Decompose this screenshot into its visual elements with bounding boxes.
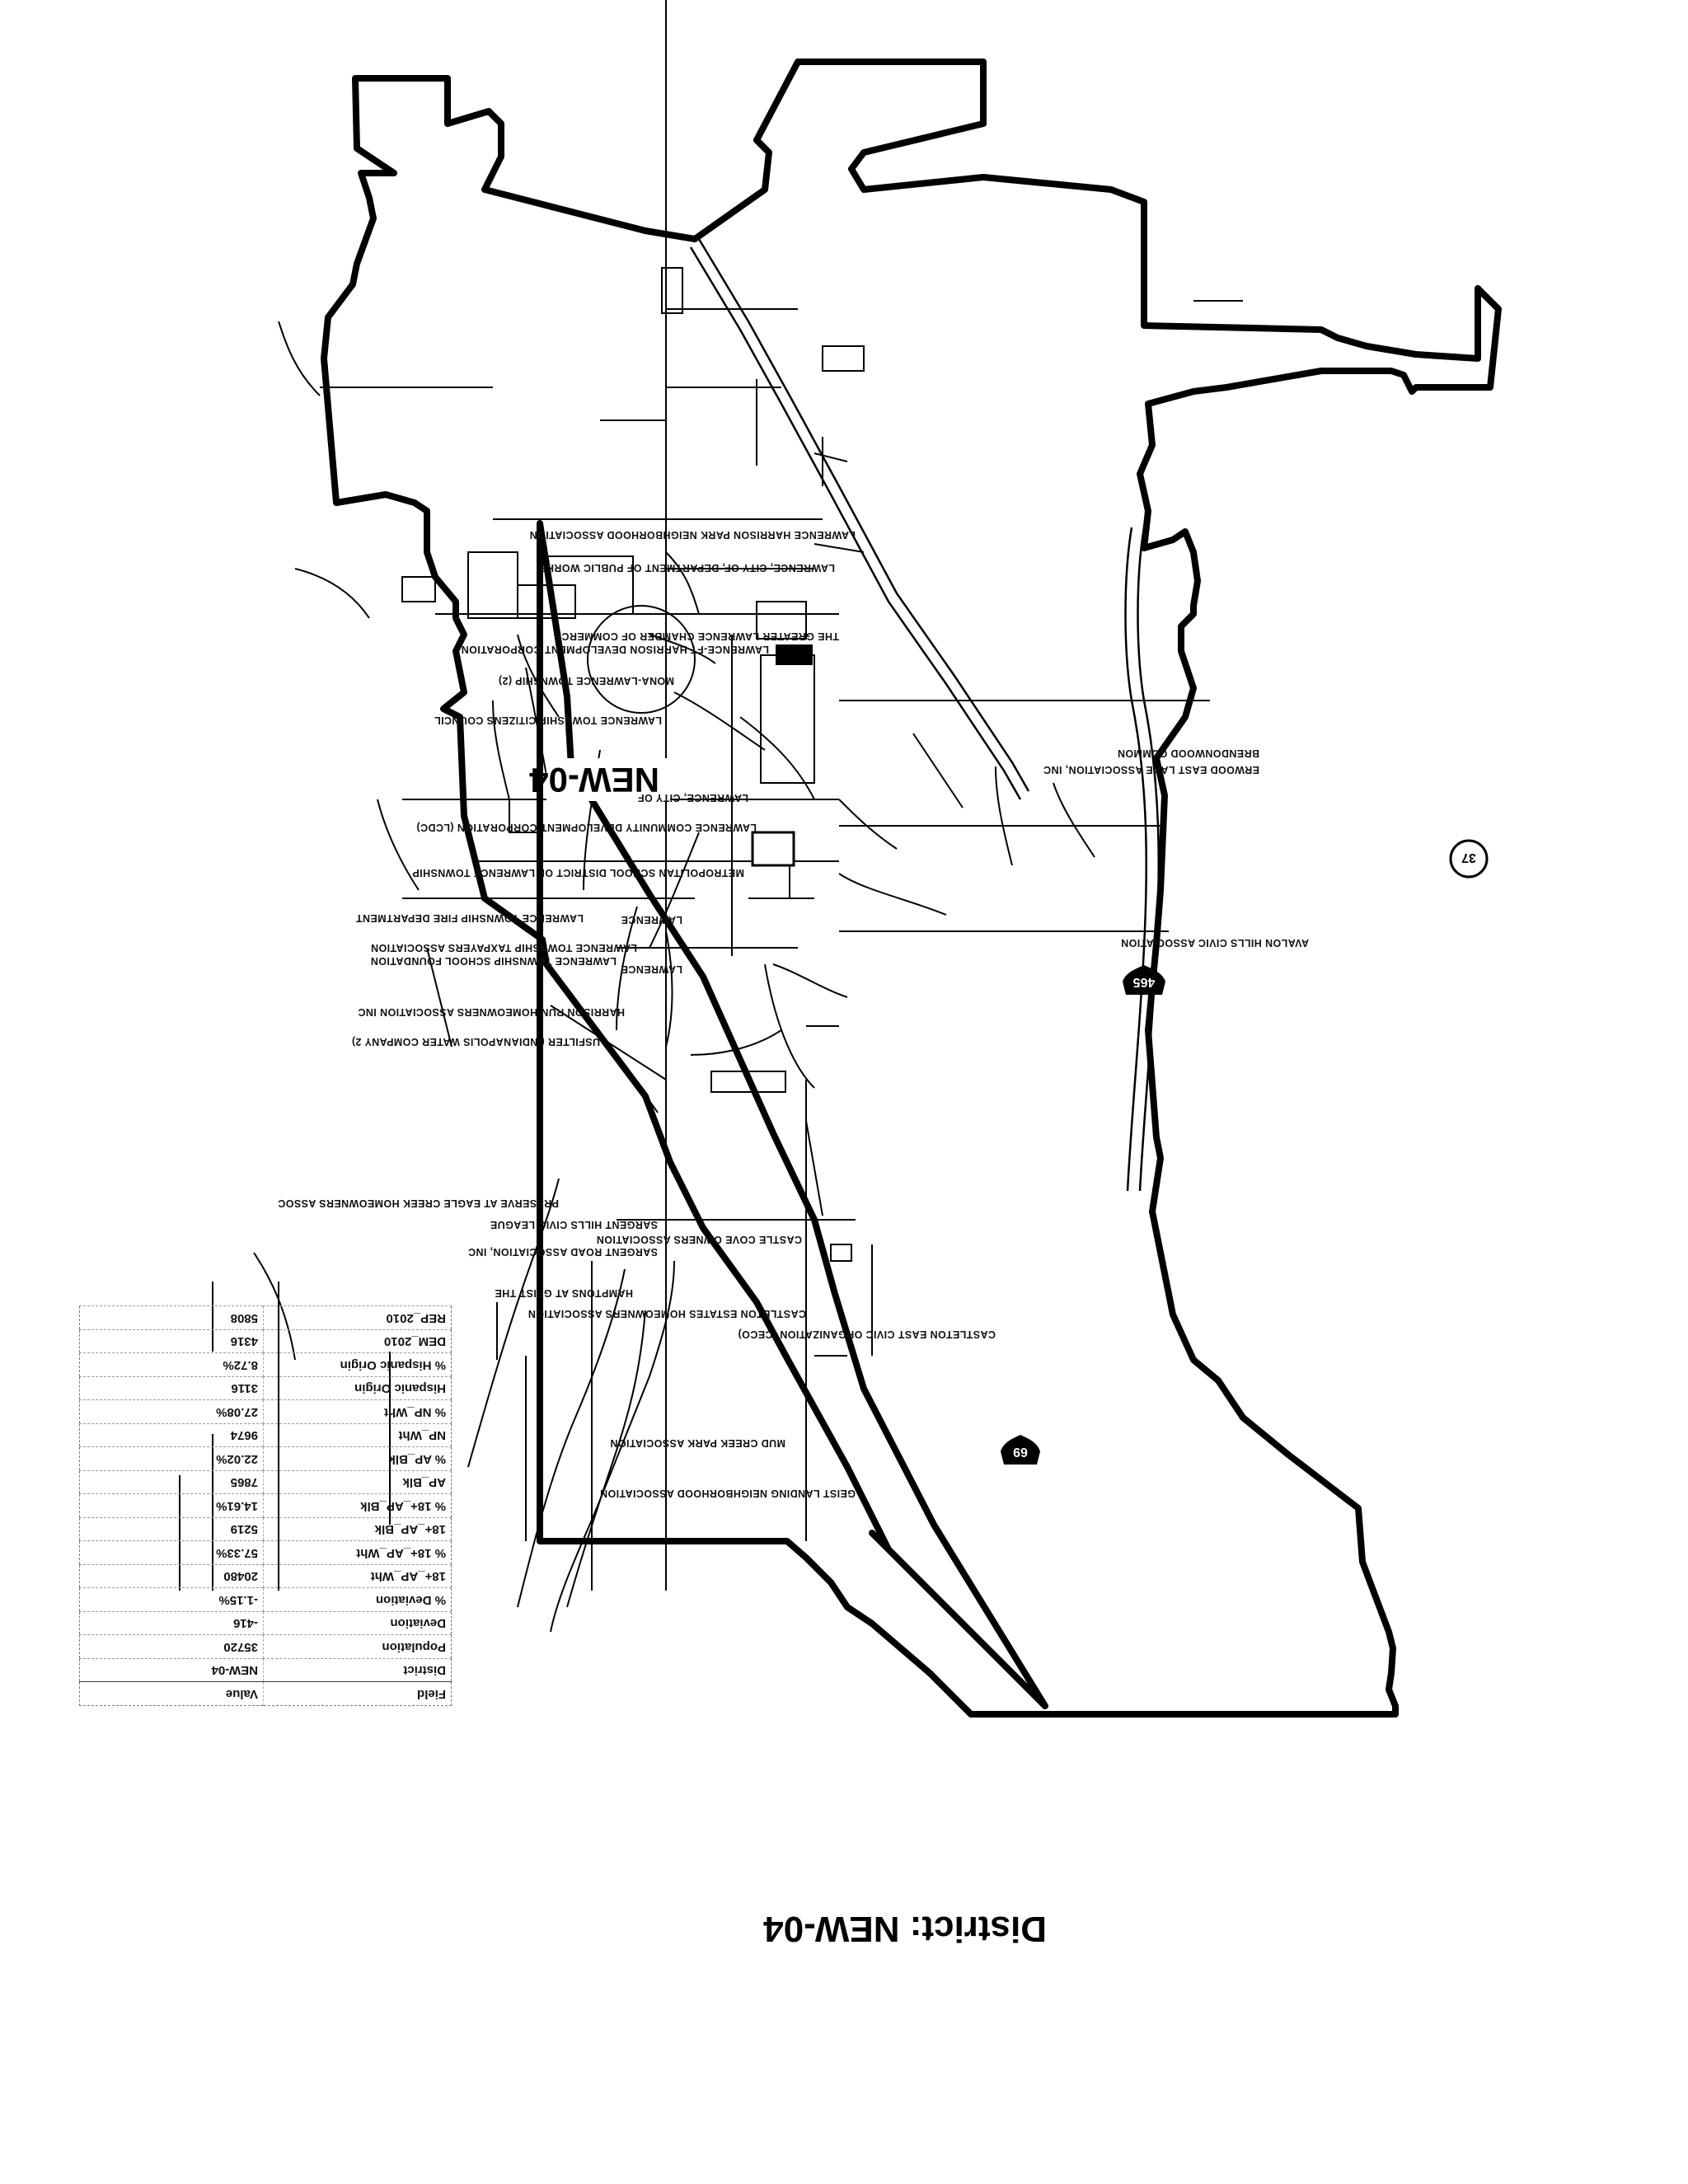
- map-label: LAWRENCE, CITY OF, DEPARTMENT OF PUBLIC …: [539, 562, 835, 574]
- page-title: District: NEW-04: [763, 1909, 1047, 1949]
- table-row: % Deviation-1.15%: [79, 1588, 452, 1612]
- map-label: HAMPTONS AT GEIST THE: [495, 1287, 633, 1299]
- district-label-box: [546, 758, 670, 801]
- field-cell: % NP_Wht: [263, 1400, 452, 1424]
- map-label: HARRISON RUN HOMEOWNERS ASSOCIATION INC: [358, 1006, 625, 1018]
- value-cell: 7865: [79, 1470, 264, 1494]
- field-cell: % 18+_AP_Blk: [263, 1494, 452, 1518]
- value-cell: 9674: [79, 1423, 264, 1447]
- value-cell: 5219: [79, 1517, 264, 1541]
- value-column-header: Value: [79, 1682, 264, 1706]
- field-cell: % Deviation: [263, 1588, 452, 1612]
- map-label: CASTLETON ESTATES HOMEOWNERS ASSOCIATION: [528, 1308, 806, 1319]
- field-cell: % AP_Blk: [263, 1447, 452, 1471]
- field-column-header: Field: [263, 1682, 452, 1706]
- district-boundary[interactable]: [321, 59, 1502, 1718]
- map-label: SARGENT ROAD ASSOCIATION, INC: [468, 1246, 658, 1258]
- field-cell: 18+_AP_Wht: [263, 1564, 452, 1588]
- map-label: LAWRENCE: [621, 914, 682, 926]
- value-cell: -416: [79, 1611, 264, 1635]
- table-row: Deviation-416: [79, 1611, 452, 1635]
- map-label: PRESERVE AT EAGLE CREEK HOMEOWNERS ASSOC: [278, 1197, 559, 1209]
- map-label: METROPOLITAN SCHOOL DISTRICT OF LAWRENCE…: [412, 867, 744, 879]
- interstate-69-line: [689, 238, 1030, 800]
- map-label: THE GREATER LAWRENCE CHAMBER OF COMMERCE: [554, 630, 839, 642]
- map-label: GEIST LANDING NEIGHBORHOOD ASSOCIATION: [600, 1488, 856, 1499]
- field-cell: Population: [263, 1635, 452, 1659]
- map-label: LAWRENCE, CITY OF: [638, 792, 748, 804]
- map-label: MUD CREEK PARK ASSOCIATION: [610, 1437, 785, 1449]
- field-cell: DEM_2010: [263, 1329, 452, 1353]
- map-label: BRENDONWOOD COMMON: [1118, 748, 1259, 759]
- map-label: CASTLETON EAST CIVIC ORGANIZATION (CECO): [738, 1329, 996, 1340]
- map-label: AVALON HILLS CIVIC ASSOCIATION: [1121, 937, 1309, 949]
- field-cell: Deviation: [263, 1611, 452, 1635]
- route-69-number: 69: [1013, 1445, 1028, 1459]
- map-label: LAWRENCE COMMUNITY DEVELOPMENT CORPORATI…: [416, 822, 757, 833]
- value-cell: 20480: [79, 1564, 264, 1588]
- map-label: USFILTER (INDIANAPOLIS WATER COMPANY 2): [352, 1036, 600, 1047]
- map-label: MONA-LAWRENCE TOWNSHIP (2): [499, 675, 674, 687]
- table-header-row: Field Value: [79, 1682, 452, 1706]
- field-cell: REP_2010: [263, 1306, 452, 1330]
- map-label: ERWOOD EAST LAKE ASSOCIATION, INC: [1043, 764, 1259, 776]
- value-cell: 35720: [79, 1635, 264, 1659]
- boundary-marker-2: [751, 831, 795, 867]
- map-label: LAWRENCE TOWNSHIP TAXPAYERS ASSOCIATION: [371, 942, 637, 954]
- field-cell: 18+_AP_Blk: [263, 1517, 452, 1541]
- value-cell: 27.08%: [79, 1400, 264, 1424]
- field-cell: % 18+_AP_Wht: [263, 1541, 452, 1565]
- field-cell: Hispanic Origin: [263, 1376, 452, 1400]
- value-cell: 4316: [79, 1329, 264, 1353]
- interstate-465-line: [1124, 527, 1160, 1192]
- route-465-number: 465: [1133, 975, 1156, 989]
- field-cell: NP_Wht: [263, 1423, 452, 1447]
- field-cell: AP_Blk: [263, 1470, 452, 1494]
- map-label: LAWRENCE-FT HARRISON DEVELOPMENT CORPORA…: [461, 644, 769, 655]
- field-cell: District: [263, 1658, 452, 1682]
- value-cell: -1.15%: [79, 1588, 264, 1612]
- route-37-shield: 37: [1449, 839, 1489, 879]
- map-label: LAWRENCE HARRISON PARK NEIGHBORHOOD ASSO…: [529, 529, 856, 541]
- boundary-marker: [776, 644, 813, 665]
- map-label: LAWRENCE: [621, 963, 682, 975]
- value-cell: 22.02%: [79, 1447, 264, 1471]
- value-cell: 3116: [79, 1376, 264, 1400]
- district-map-label: NEW-04: [529, 761, 659, 799]
- field-cell: % Hispanic Origin: [263, 1353, 452, 1377]
- value-cell: 8.72%: [79, 1353, 264, 1377]
- map-label: SARGENT HILLS CIVIC LEAGUE: [490, 1219, 658, 1230]
- value-cell: 57.33%: [79, 1541, 264, 1565]
- route-37-number: 37: [1461, 851, 1476, 865]
- route-465-shield: 465: [1123, 965, 1165, 995]
- landmark-circle: [587, 605, 696, 714]
- value-cell: 14.61%: [79, 1494, 264, 1518]
- route-69-shield: 69: [1001, 1435, 1040, 1465]
- value-cell: 5808: [79, 1306, 264, 1330]
- map-label: LAWRENCE TOWNSHIP FIRE DEPARTMENT: [356, 912, 584, 924]
- value-cell: NEW-04: [79, 1658, 264, 1682]
- map-label: LAWRENCE TOWNSHIP SCHOOL FOUNDATION: [371, 955, 617, 967]
- creek-lines: [253, 321, 1095, 1633]
- map-label: LAWRENCE TOWNSHIP CITIZENS COUNCIL: [434, 715, 662, 726]
- map-label: CASTLE COVE OWNERS ASSOCIATION: [596, 1234, 802, 1245]
